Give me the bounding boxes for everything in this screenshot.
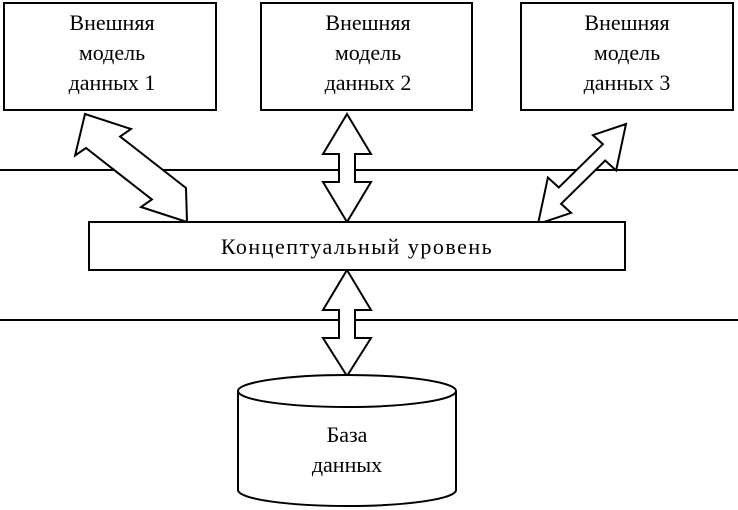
database-label-line-1: База [327,422,368,447]
double-arrow-model-1 [73,112,189,224]
external-model-3-line-1: Внешняя [584,10,669,35]
database-label-line-2: данных [312,452,382,477]
conceptual-level-box: Концептуальный уровень [88,221,626,271]
double-arrow-model-2 [321,112,373,224]
external-model-3-line-3: данных 3 [584,70,671,95]
external-model-box-2: Внешняя модель данных 2 [260,2,473,111]
double-arrow-model-3 [536,122,628,226]
external-model-1-line-2: модель [79,40,145,65]
external-model-box-3: Внешняя модель данных 3 [520,2,734,111]
external-model-1-line-1: Внешняя [69,10,154,35]
conceptual-level-label: Концептуальный уровень [221,234,493,259]
external-model-2-line-1: Внешняя [325,10,410,35]
external-model-2-line-3: данных 2 [325,70,412,95]
double-arrow-conceptual-database [321,268,373,378]
database-cylinder: База данных [237,374,457,507]
external-model-2-line-2: модель [335,40,401,65]
external-model-3-line-2: модель [594,40,660,65]
external-model-1-line-3: данных 1 [69,70,156,95]
external-model-box-1: Внешняя модель данных 1 [3,2,217,111]
